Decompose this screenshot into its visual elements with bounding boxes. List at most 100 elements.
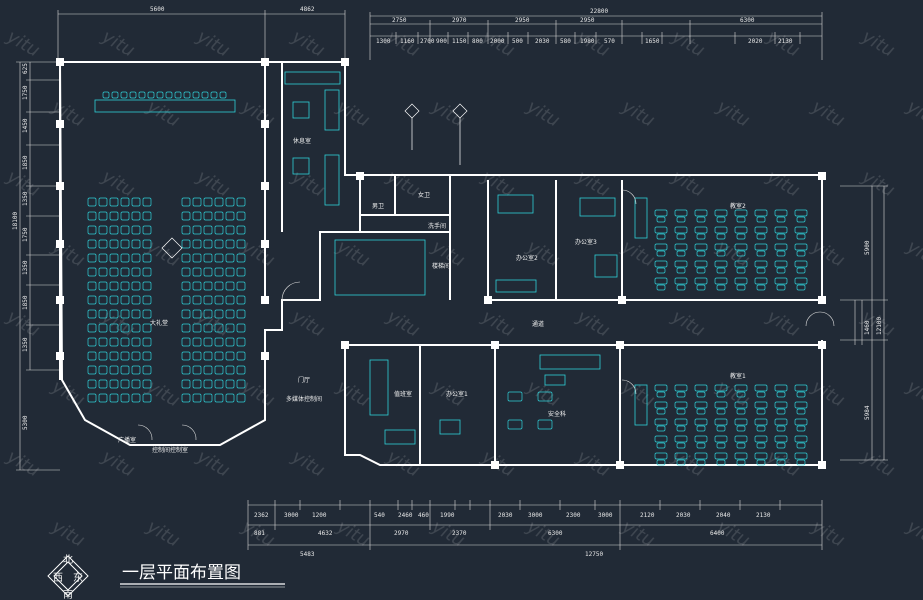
- seat: [87, 379, 97, 389]
- seat: [120, 351, 130, 361]
- seat: [142, 225, 152, 235]
- seat: [225, 253, 235, 263]
- watermark-text: yitu: [142, 96, 183, 132]
- seat: [774, 418, 788, 426]
- seat: [654, 277, 668, 285]
- seat: [754, 384, 768, 392]
- dim-left: 1850: [22, 295, 29, 310]
- seat: [131, 267, 141, 277]
- dim-right: 1460: [864, 320, 871, 335]
- seat: [796, 233, 806, 240]
- dim-bottom: 1200: [312, 512, 327, 519]
- dim-sub: 800: [472, 38, 483, 45]
- seat: [714, 384, 728, 392]
- seat: [87, 323, 97, 333]
- dim-bottom: 2300: [566, 512, 581, 519]
- seat: [796, 459, 806, 466]
- seat: [774, 277, 788, 285]
- right-dimension-lines: [840, 185, 888, 461]
- seat: [236, 225, 246, 235]
- seat: [756, 267, 766, 274]
- watermark-text: yitu: [332, 96, 373, 132]
- dim-left: 1750: [22, 85, 29, 100]
- dim-top-5: 2950: [515, 17, 530, 24]
- seat: [181, 239, 191, 249]
- seat: [756, 459, 766, 466]
- seat: [142, 267, 152, 277]
- elevation-markers: [161, 103, 468, 259]
- seat: [676, 442, 686, 449]
- seat: [796, 442, 806, 449]
- dim-sub: 580: [560, 38, 571, 45]
- seat: [87, 365, 97, 375]
- left-dimension-lines: [16, 61, 60, 471]
- seat: [656, 216, 666, 223]
- dim-left: 1350: [22, 191, 29, 206]
- seat: [674, 226, 688, 234]
- seat: [214, 253, 224, 263]
- watermark-text: yitu: [2, 446, 43, 482]
- seat: [181, 379, 191, 389]
- seat: [201, 91, 209, 99]
- room-label-office3: 办公室3: [575, 238, 597, 246]
- seat: [734, 384, 748, 392]
- watermark-text: yitu: [902, 96, 923, 132]
- seat: [219, 91, 227, 99]
- seat: [796, 284, 806, 291]
- seat: [776, 442, 786, 449]
- seat: [225, 211, 235, 221]
- seat: [192, 281, 202, 291]
- watermark-text: yitu: [762, 306, 803, 342]
- seat: [696, 267, 706, 274]
- seat: [131, 225, 141, 235]
- seat: [716, 284, 726, 291]
- seat: [696, 284, 706, 291]
- seat: [111, 91, 119, 99]
- watermark-text: yitu: [97, 446, 138, 482]
- seat: [654, 209, 668, 217]
- seat: [774, 384, 788, 392]
- seat: [109, 225, 119, 235]
- seat: [225, 393, 235, 403]
- room-label-control: 控制间控制室: [152, 446, 188, 454]
- seat: [694, 226, 708, 234]
- stage: [94, 99, 236, 113]
- seat: [776, 459, 786, 466]
- seat: [676, 216, 686, 223]
- seat: [225, 295, 235, 305]
- seat: [192, 225, 202, 235]
- seat: [756, 284, 766, 291]
- seat: [203, 393, 213, 403]
- seat: [674, 401, 688, 409]
- seat: [181, 365, 191, 375]
- seat: [214, 365, 224, 375]
- seat: [214, 323, 224, 333]
- seat: [236, 253, 246, 263]
- seat: [183, 91, 191, 99]
- room-label-security: 安全科: [548, 410, 566, 418]
- watermark-text: yitu: [522, 236, 563, 272]
- seat: [694, 260, 708, 268]
- seat: [87, 225, 97, 235]
- dim-right: 5984: [864, 405, 871, 420]
- seat: [165, 91, 173, 99]
- room-label-classroom2: 教室2: [730, 202, 746, 210]
- seat: [214, 281, 224, 291]
- dim-sub: 1160: [400, 38, 415, 45]
- seat: [756, 216, 766, 223]
- seat: [120, 337, 130, 347]
- desk: [497, 194, 534, 214]
- table: [292, 157, 310, 175]
- seat: [756, 250, 766, 257]
- seat: [142, 337, 152, 347]
- seat: [214, 393, 224, 403]
- sofa: [284, 71, 341, 85]
- seat: [537, 419, 553, 430]
- teacher-desk: [634, 384, 648, 426]
- seat: [756, 442, 766, 449]
- seat: [676, 408, 686, 415]
- seat: [794, 401, 808, 409]
- seat: [694, 243, 708, 251]
- doors: [137, 189, 835, 441]
- seat: [98, 351, 108, 361]
